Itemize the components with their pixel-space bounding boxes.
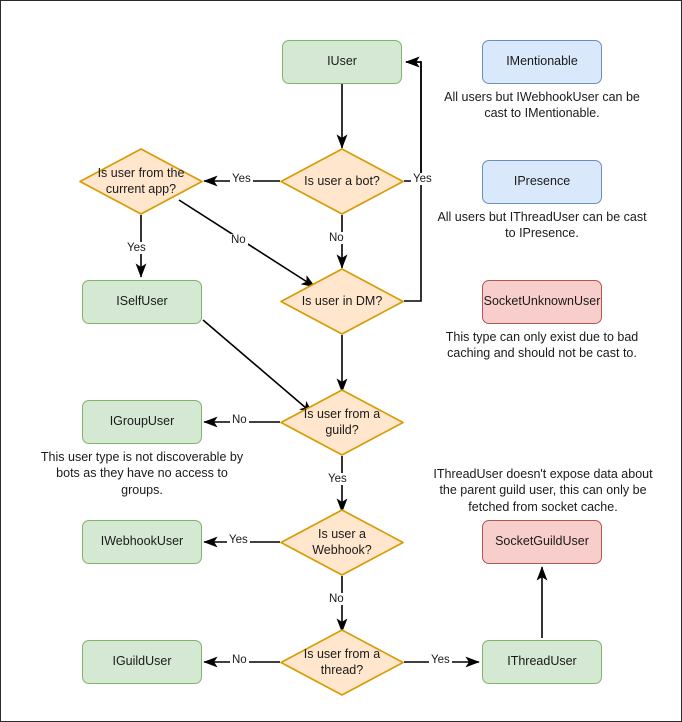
node-ithreaduser-label: IThreadUser — [507, 654, 577, 669]
node-isuserindm-label: Is user in DM? — [301, 293, 383, 308]
edge-label-guild-no: No — [230, 414, 249, 426]
edge-label-webhook-yes: Yes — [227, 534, 250, 546]
note-socketunknownuser: This type can only exist due to bad cach… — [431, 329, 653, 362]
note-socketguilduser: IThreadUser doesn't expose data about th… — [433, 466, 653, 515]
node-ithreaduser[interactable]: IThreadUser — [482, 640, 602, 684]
isuserfromthread-shape — [280, 629, 404, 696]
edge-label-dm-yes: Yes — [411, 173, 434, 185]
node-iwebhookuser[interactable]: IWebhookUser — [82, 520, 202, 564]
node-isuserindm[interactable]: Is user in DM? — [280, 268, 404, 335]
node-iselfuser-label: ISelfUser — [116, 294, 168, 309]
node-iuser-label: IUser — [327, 54, 357, 69]
note-ipresence: All users but IThreadUser can be cast to… — [437, 209, 647, 242]
node-socketunknownuser[interactable]: SocketUnknownUser — [482, 280, 602, 324]
node-socketunknownuser-label: SocketUnknownUser — [483, 294, 601, 309]
edge-label-thread-no: No — [230, 654, 249, 666]
node-isuserfromthread-label: Is user from a thread? — [303, 646, 381, 677]
edge-label-currentapp-no: No — [229, 234, 248, 246]
node-isuserfromthread[interactable]: Is user from a thread? — [280, 629, 404, 696]
node-iwebhookuser-label: IWebhookUser — [100, 534, 184, 549]
note-socketguilduser-text: IThreadUser doesn't expose data about th… — [433, 467, 653, 514]
node-imentionable-label: IMentionable — [506, 54, 578, 69]
edge-label-bot-no: No — [327, 232, 346, 244]
node-iguilduser[interactable]: IGuildUser — [82, 640, 202, 684]
edge-label-guild-yes: Yes — [326, 473, 349, 485]
node-socketguilduser-label: SocketGuildUser — [495, 534, 589, 549]
isuserbot-shape — [280, 148, 404, 215]
node-socketguilduser[interactable]: SocketGuildUser — [482, 520, 602, 564]
node-iselfuser[interactable]: ISelfUser — [82, 280, 202, 324]
note-socketunknownuser-text: This type can only exist due to bad cach… — [445, 330, 639, 361]
node-igroupuser-label: IGroupUser — [109, 414, 175, 429]
node-igroupuser[interactable]: IGroupUser — [82, 400, 202, 444]
node-iuser[interactable]: IUser — [282, 40, 402, 84]
edge-label-thread-yes: Yes — [429, 654, 452, 666]
note-igroupuser-text: This user type is not discoverable by bo… — [40, 450, 244, 497]
isuserwebhook-shape — [280, 509, 404, 576]
note-ipresence-text: All users but IThreadUser can be cast to… — [437, 210, 647, 241]
edge-bot-yes-to-iuser — [404, 56, 422, 182]
edge-label-currentapp-yes: Yes — [125, 242, 148, 254]
edge-label-bot-yes: Yes — [230, 173, 253, 185]
node-ipresence[interactable]: IPresence — [482, 160, 602, 204]
node-isuserbot[interactable]: Is user a bot? — [280, 148, 404, 215]
edge-label-webhook-no: No — [327, 593, 346, 605]
note-imentionable-text: All users but IWebhookUser can be cast t… — [444, 90, 640, 121]
isuserfromcurrentapp-shape — [79, 148, 203, 215]
node-iguilduser-label: IGuildUser — [112, 654, 172, 669]
node-isuserbot-label: Is user a bot? — [304, 173, 380, 188]
node-isuserfromguild[interactable]: Is user from a guild? — [280, 389, 404, 456]
node-isuserwebhook[interactable]: Is user a Webhook? — [280, 509, 404, 576]
node-isuserfromcurrentapp[interactable]: Is user from the current app? — [79, 148, 203, 215]
note-igroupuser: This user type is not discoverable by bo… — [37, 449, 247, 498]
node-isuserwebhook-label: Is user a Webhook? — [312, 526, 372, 557]
node-ipresence-label: IPresence — [513, 174, 571, 189]
node-isuserfromcurrentapp-label: Is user from the current app? — [97, 165, 185, 196]
node-isuserfromguild-label: Is user from a guild? — [303, 406, 381, 437]
node-imentionable[interactable]: IMentionable — [482, 40, 602, 84]
note-imentionable: All users but IWebhookUser can be cast t… — [437, 89, 647, 122]
